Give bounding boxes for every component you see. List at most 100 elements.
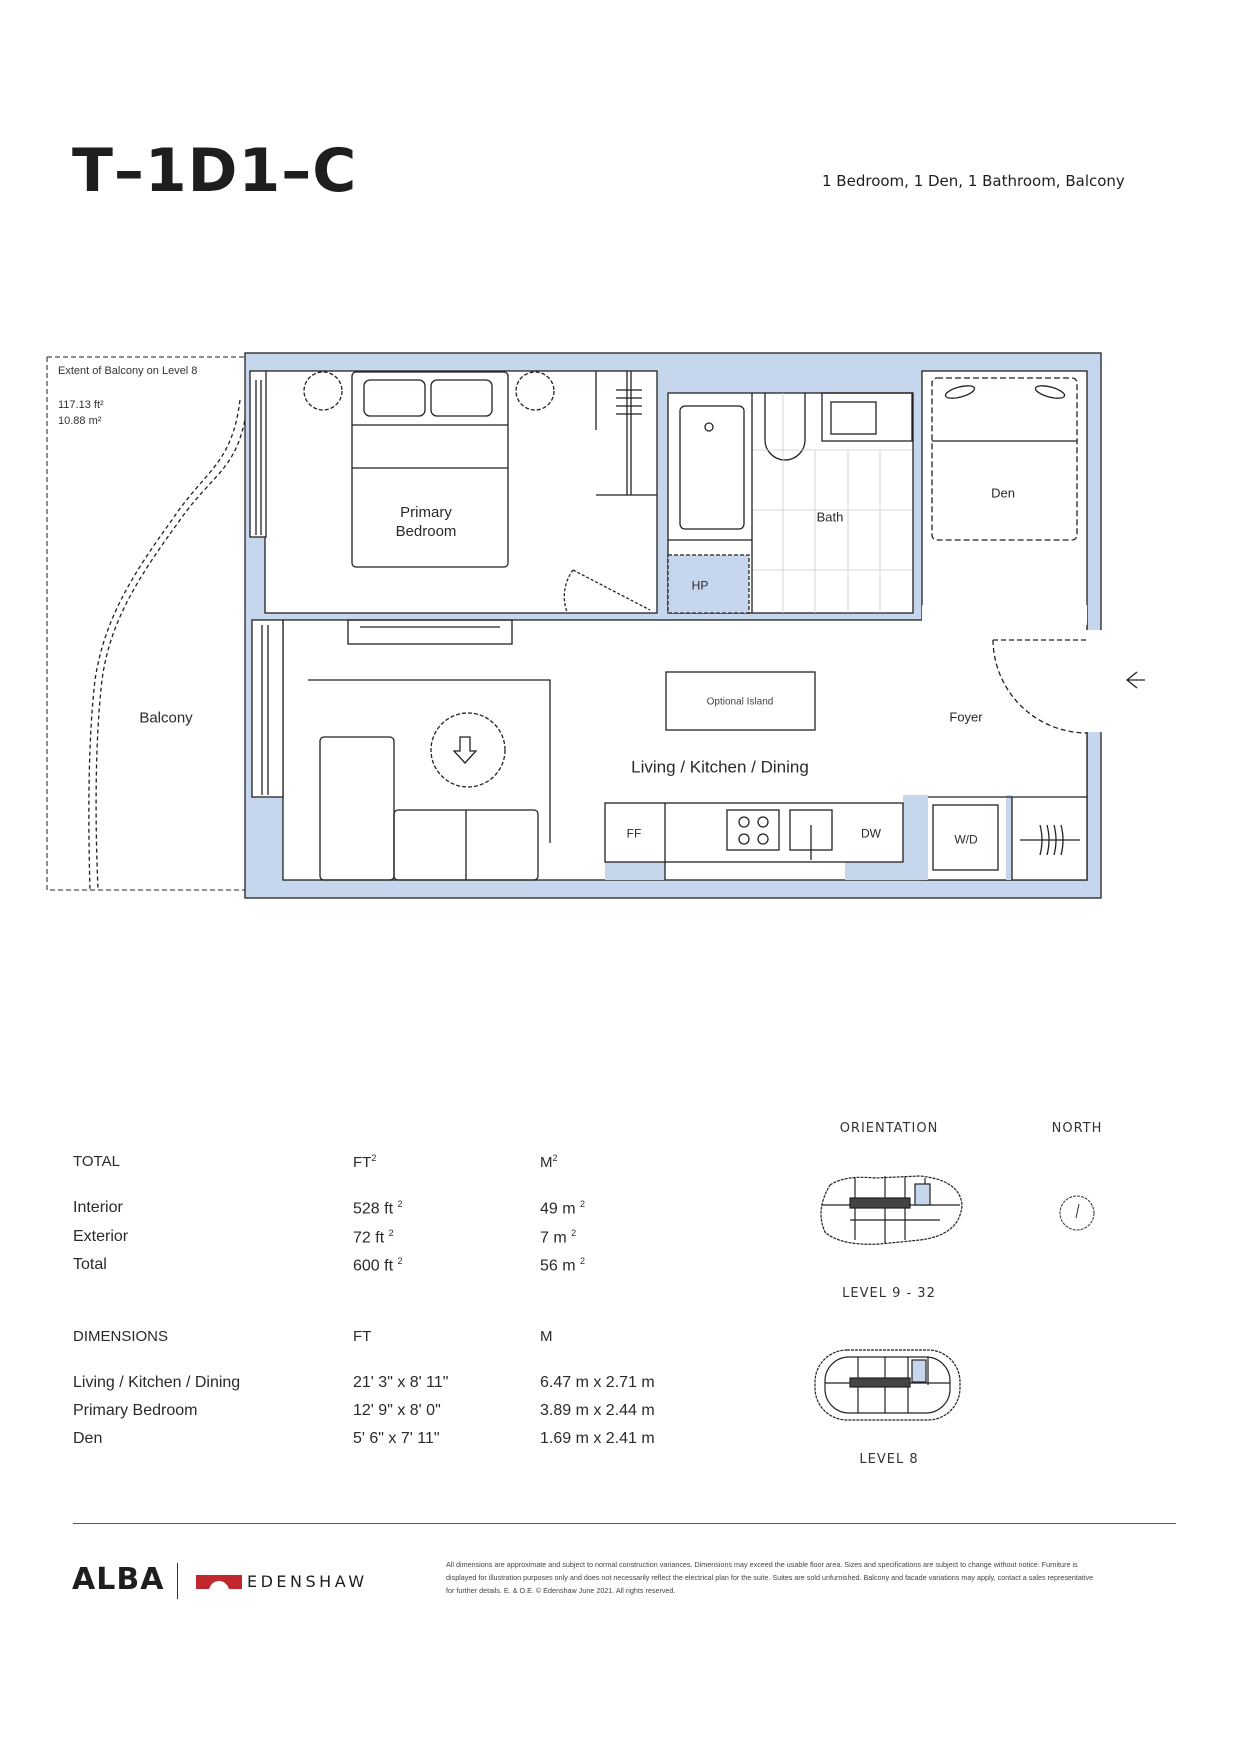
label-dishwasher: DW (861, 826, 881, 841)
area-row-ft: 528 ft 2 (353, 1199, 403, 1218)
keyplan-level-9-32 (820, 1175, 963, 1245)
room-label-hp: HP (691, 578, 709, 593)
bathtub (679, 405, 745, 530)
closet-lines (928, 796, 1087, 880)
entry-arrow-icon (1125, 671, 1145, 689)
keyplan-outline (820, 1175, 963, 1245)
north-label: NORTH (1051, 1121, 1103, 1136)
area-row-label: Exterior (73, 1228, 129, 1245)
value: 49 m (540, 1200, 576, 1218)
dim-row-label: Primary Bedroom (73, 1402, 198, 1419)
keyplan-level-8 (814, 1349, 961, 1421)
edenshaw-logo-icon (196, 1575, 242, 1589)
washer-dryer (932, 804, 999, 871)
den-bed (931, 377, 1078, 541)
area-row-ft: 600 ft 2 (353, 1256, 403, 1275)
room-label-foyer: Foyer (949, 709, 983, 725)
alba-logo: ALBA (72, 1562, 165, 1597)
drain (704, 422, 714, 432)
compass-ring (1059, 1195, 1095, 1231)
nightstand (515, 371, 555, 411)
burner (738, 816, 750, 828)
toilet (764, 393, 806, 461)
closet-hangers (1039, 824, 1064, 856)
compass-needle (1075, 1203, 1080, 1219)
unit-subtitle: 1 Bedroom, 1 Den, 1 Bathroom, Balcony (822, 172, 1125, 190)
entry-opening (1086, 630, 1102, 732)
rug (308, 679, 551, 843)
bedroom-floor (264, 370, 658, 614)
area-row-m: 7 m 2 (540, 1228, 576, 1247)
edenshaw-mark (196, 1575, 242, 1589)
dim-row-label: Den (73, 1430, 103, 1447)
label-washer-dryer: W/D (954, 832, 978, 847)
keyplan-core (849, 1377, 911, 1388)
hangers (616, 389, 642, 415)
value: 7 m (540, 1229, 567, 1247)
label-fridge: FF (626, 826, 642, 841)
dim-row-label: Living / Kitchen / Dining (73, 1374, 241, 1391)
wall-patch (845, 862, 903, 880)
label-optional-island: Optional Island (706, 696, 774, 708)
window-strip (249, 370, 267, 538)
window-lines (255, 380, 269, 795)
dimensions-header-ft: FT (353, 1328, 372, 1345)
keyplan-core (849, 1197, 911, 1209)
balcony-area-m: 10.88 m² (58, 415, 102, 427)
value: 56 m (540, 1257, 576, 1275)
room-label-line: Primary (400, 504, 452, 521)
den-pillow (1034, 385, 1066, 399)
coffee-table (430, 712, 506, 788)
room-label-line: Bedroom (395, 523, 457, 540)
value: 600 ft (353, 1257, 394, 1275)
balcony-railing (95, 399, 249, 891)
areas-header-ft: FT2 (353, 1153, 376, 1171)
areas-header: TOTAL (73, 1153, 120, 1170)
area-row-m: 56 m 2 (540, 1256, 585, 1275)
burner (757, 816, 769, 828)
bed-blanket (352, 424, 508, 469)
den-pillow (944, 385, 976, 399)
wall-patch (1006, 795, 1012, 880)
wall-patch (605, 862, 665, 880)
cooktop (726, 809, 780, 851)
burner (738, 833, 750, 845)
bath-partition (668, 393, 753, 613)
room-label-living: Living / Kitchen / Dining (631, 757, 809, 777)
header-text: FT (353, 1154, 372, 1171)
pillow (363, 379, 426, 417)
sofa-chaise (319, 736, 395, 881)
keyplan-highlight (911, 1359, 927, 1383)
level-label-9-32: LEVEL 9 - 32 (842, 1286, 936, 1301)
keyplan-units (822, 1176, 960, 1244)
superscript: 2 (397, 1256, 403, 1266)
superscript: 2 (388, 1228, 394, 1238)
superscript: 2 (571, 1228, 577, 1238)
entry-door (992, 639, 1088, 734)
room-label-balcony: Balcony (139, 709, 193, 727)
balcony-extent-outline (46, 356, 250, 891)
orientation-label: ORIENTATION (839, 1121, 939, 1136)
dim-row-ft: 21' 3" x 8' 11" (353, 1374, 449, 1391)
edenshaw-logo-text: EDENSHAW (247, 1572, 368, 1591)
vanity (821, 392, 913, 442)
level-label-8: LEVEL 8 (859, 1452, 919, 1467)
pillow (430, 379, 493, 417)
dim-row-ft: 5' 6" x 7' 11" (353, 1430, 440, 1447)
dimensions-header-m: M (540, 1328, 553, 1345)
tv-console (347, 619, 513, 645)
sink (830, 401, 877, 435)
balcony-railing-inner (88, 399, 241, 891)
floor-plan (46, 352, 1145, 899)
keyplan-highlight (914, 1183, 931, 1206)
area-row-ft: 72 ft 2 (353, 1228, 394, 1247)
superscript: 2 (580, 1256, 586, 1266)
foyer-opening (922, 605, 1087, 625)
area-row-label: Total (73, 1256, 107, 1273)
area-row-m: 49 m 2 (540, 1199, 585, 1218)
areas-header-m: M2 (540, 1153, 558, 1171)
living-floor (282, 619, 1088, 881)
balcony-area-ft: 117.13 ft² (58, 399, 104, 411)
dim-row-m: 6.47 m x 2.71 m (540, 1374, 655, 1391)
